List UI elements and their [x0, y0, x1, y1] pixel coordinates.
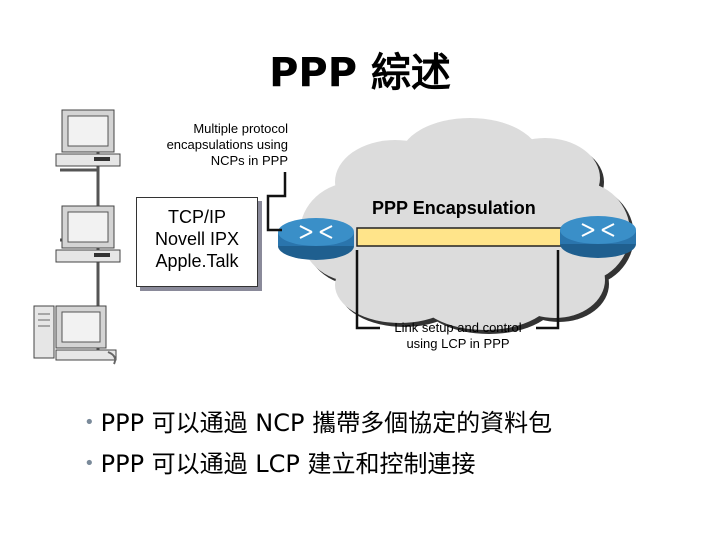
encapsulation-label: PPP Encapsulation	[372, 198, 536, 218]
ncp-note-line: encapsulations using	[166, 137, 288, 152]
slide-title: PPP 綜述	[269, 50, 451, 96]
protocol-item: TCP/IP	[167, 207, 226, 227]
bullet-item: •PPP 可以通過 NCP 攜帶多個協定的資料包	[84, 404, 552, 445]
ncp-note-line: Multiple protocol	[193, 121, 288, 136]
protocol-item: Novell IPX	[154, 229, 240, 249]
bullet-text: PPP 可以通過 LCP 建立和控制連接	[100, 450, 476, 478]
callout-line-ncp	[266, 172, 287, 232]
lcp-note: Link setup and control using LCP in PPP	[370, 320, 546, 352]
callout-line-lcp-right	[536, 250, 560, 330]
bullet-dot-icon: •	[84, 412, 95, 433]
bullet-list: •PPP 可以通過 NCP 攜帶多個協定的資料包 •PPP 可以通過 LCP 建…	[84, 404, 552, 486]
bullet-text: PPP 可以通過 NCP 攜帶多個協定的資料包	[100, 409, 553, 437]
ncp-note: Multiple protocol encapsulations using N…	[126, 121, 288, 169]
router-icon	[278, 218, 354, 260]
computer-icon	[55, 109, 121, 167]
lcp-note-line: Link setup and control	[394, 320, 522, 335]
callout-line-lcp-left	[355, 250, 380, 330]
computer-icon	[55, 205, 121, 263]
lcp-note-line: using LCP in PPP	[406, 336, 510, 351]
bullet-item: •PPP 可以通過 LCP 建立和控制連接	[84, 445, 552, 486]
protocol-list-box: TCP/IP Novell IPX Apple.Talk	[136, 197, 258, 287]
ppp-link-bar	[356, 227, 568, 247]
router-icon	[560, 216, 636, 258]
bullet-dot-icon: •	[84, 453, 95, 474]
protocol-item: Apple.Talk	[155, 251, 239, 271]
ncp-note-line: NCPs in PPP	[210, 153, 288, 168]
computer-icon	[33, 305, 117, 365]
